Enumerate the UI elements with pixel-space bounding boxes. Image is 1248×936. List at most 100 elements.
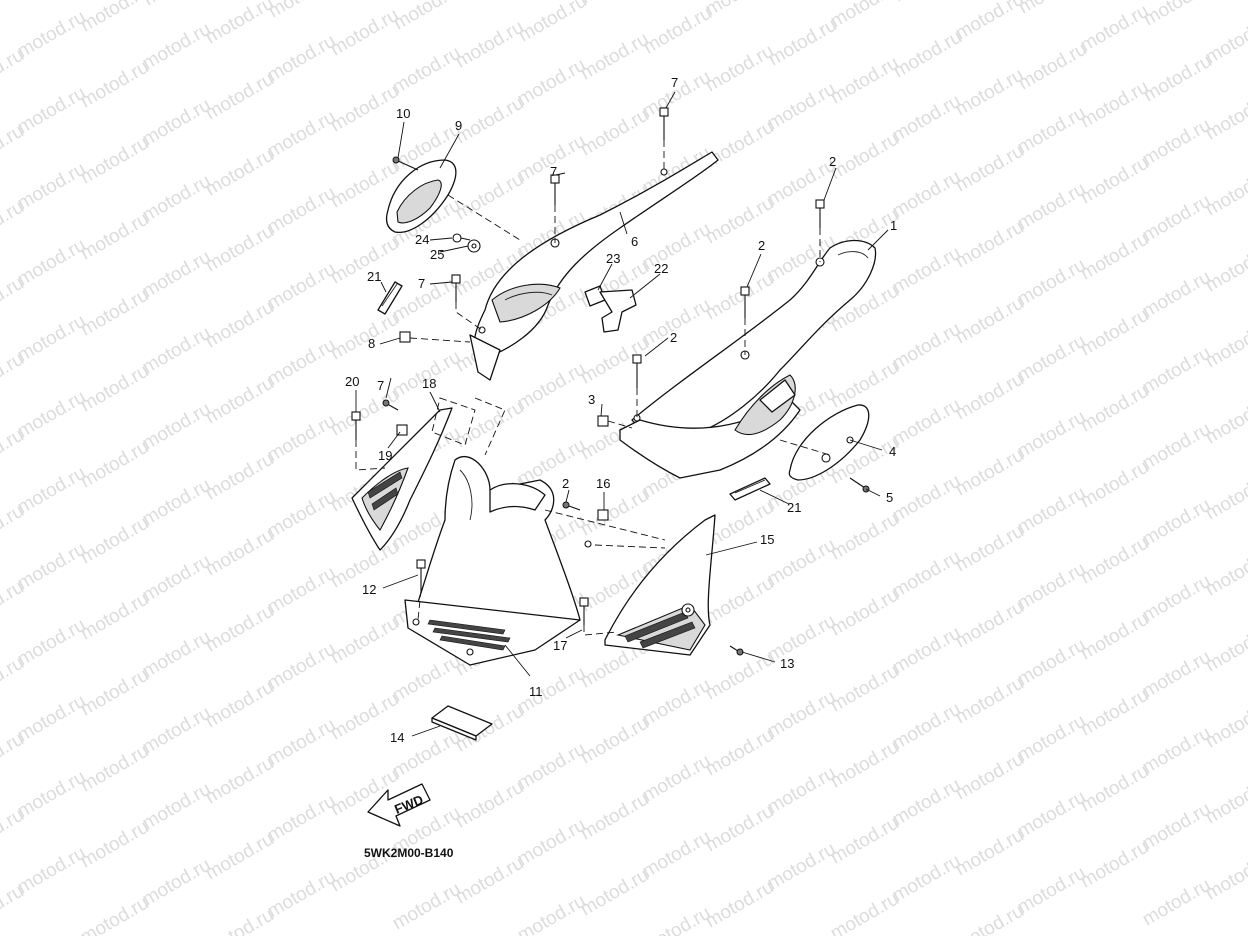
- watermark-text: motod.ru: [889, 547, 964, 603]
- watermark-text: motod.ru: [1014, 635, 1089, 691]
- watermark-text: motod.ru: [952, 825, 1027, 881]
- watermark-text: motod.ru: [1139, 571, 1214, 627]
- watermark-text: motod.ru: [389, 43, 464, 99]
- watermark-text: motod.ru: [1077, 609, 1152, 665]
- callout-16: 16: [596, 476, 610, 491]
- callout-23: 23: [606, 251, 620, 266]
- bolt-2-a: [815, 199, 825, 228]
- watermark-text: motod.ru: [202, 297, 277, 353]
- watermark-text: motod.ru: [389, 347, 464, 403]
- watermark-text: motod.ru: [202, 677, 277, 733]
- callout-11: 11: [529, 684, 543, 699]
- watermark-text: motod.ru: [639, 827, 714, 883]
- watermark-text: motod.ru: [952, 521, 1027, 577]
- watermark-text: motod.ru: [827, 53, 902, 109]
- watermark-text: motod.ru: [639, 219, 714, 275]
- watermark-text: motod.ru: [14, 539, 89, 595]
- dash-line: [417, 589, 422, 621]
- watermark-text: motod.ru: [327, 309, 402, 365]
- watermark-text: motod.ru: [1139, 115, 1214, 171]
- watermark-text: motod.ru: [1077, 761, 1152, 817]
- watermark-text: motod.ru: [1139, 799, 1214, 855]
- part-11-floor-panel: [404, 455, 592, 666]
- bolt-10: [392, 156, 419, 171]
- watermark-text: motod.ru: [890, 27, 965, 83]
- watermark-text: motod.ru: [139, 703, 214, 759]
- watermark-text: motod.ru: [1139, 267, 1214, 323]
- watermark-text: motod.ru: [1077, 837, 1152, 893]
- part-14-pad: [431, 705, 493, 741]
- watermark-text: motod.ru: [702, 801, 777, 857]
- watermark-text: motod.ru: [952, 369, 1027, 425]
- callout-13: 13: [780, 656, 794, 671]
- watermark-text: motod.ru: [889, 243, 964, 299]
- watermark-text: motod.ru: [139, 399, 214, 455]
- watermark-text: motod.ru: [764, 763, 839, 819]
- callout-18: 18: [422, 376, 436, 391]
- callout-22: 22: [654, 261, 668, 276]
- watermark-text: motod.ru: [1077, 533, 1152, 589]
- watermark-text: motod.ru: [952, 141, 1027, 197]
- dash-line: [455, 302, 483, 331]
- watermark-text: motod.ru: [390, 0, 465, 34]
- watermark-text: motod.ru: [827, 129, 902, 185]
- watermark-text: motod.ru: [77, 133, 152, 189]
- watermark-text: motod.ru: [327, 81, 402, 137]
- callout-17: 17: [553, 638, 567, 653]
- watermark-text: motod.ru: [764, 839, 839, 895]
- watermark-text: motod.ru: [952, 65, 1027, 121]
- dash-line: [583, 625, 619, 636]
- watermark-text: motod.ru: [452, 17, 527, 73]
- watermark-text: motod.ru: [264, 259, 339, 315]
- callout-25: 25: [430, 247, 444, 262]
- watermark-text: motod.ru: [889, 395, 964, 451]
- part-18-panel: [351, 407, 453, 551]
- watermark-text: motod.ru: [327, 385, 402, 441]
- watermark-text: motod.ru: [952, 0, 1027, 44]
- clip-19: [396, 424, 408, 436]
- watermark-text: motod.ru: [827, 357, 902, 413]
- screw-2-lower: [562, 501, 581, 511]
- watermark-text: motod.ru: [827, 0, 902, 32]
- watermark-text: motod.ru: [827, 813, 902, 869]
- watermark-text: motod.ru: [1014, 787, 1089, 843]
- watermark-text: motod.ru: [264, 411, 339, 467]
- part-9-cover: [385, 159, 457, 233]
- watermark-text: motod.ru: [702, 269, 777, 325]
- watermark-text: motod.ru: [14, 387, 89, 443]
- watermark-text: motod.ru: [139, 95, 214, 151]
- washer-25: [467, 239, 481, 253]
- watermark-text: motod.ru: [14, 7, 89, 63]
- callout-20: 20: [345, 374, 359, 389]
- screw-5: [849, 477, 870, 493]
- watermark-text: motod.ru: [452, 853, 527, 909]
- watermark-text: motod.ru: [1077, 77, 1152, 133]
- watermark-text: motod.ru: [1015, 0, 1090, 18]
- bolt-7-top: [659, 107, 669, 140]
- dash-line: [409, 337, 471, 343]
- watermark-text: motod.ru: [952, 749, 1027, 805]
- watermark-text: motod.ru: [1140, 0, 1215, 30]
- watermark-text: motod.ru: [702, 649, 777, 705]
- watermark-text: motod.ru: [514, 815, 589, 871]
- watermark-text: motod.ru: [1014, 407, 1089, 463]
- watermark-text: motod.ru: [1077, 229, 1152, 285]
- watermark-text: motod.ru: [77, 209, 152, 265]
- watermark-text: motod.ru: [889, 699, 964, 755]
- dash-line: [779, 439, 831, 456]
- watermark-text: motod.ru: [889, 623, 964, 679]
- watermark-text: motod.ru: [202, 829, 277, 885]
- watermark-text: motod.ru: [1015, 39, 1090, 95]
- watermark-text: motod.ru: [77, 513, 152, 569]
- watermark-text: motod.ru: [827, 889, 902, 936]
- watermark-text: motod.ru: [1077, 381, 1152, 437]
- screw-24: [452, 233, 471, 243]
- watermark-text: motod.ru: [827, 509, 902, 565]
- bolt-2-b: [740, 286, 750, 318]
- watermark-text: motod.ru: [139, 779, 214, 835]
- watermark-text: motod.ru: [14, 843, 89, 899]
- watermark-text: motod.ru: [202, 905, 277, 936]
- watermark-text: motod.ru: [77, 817, 152, 873]
- watermark-text: motod.ru: [139, 855, 214, 911]
- callout-8: 8: [368, 336, 375, 351]
